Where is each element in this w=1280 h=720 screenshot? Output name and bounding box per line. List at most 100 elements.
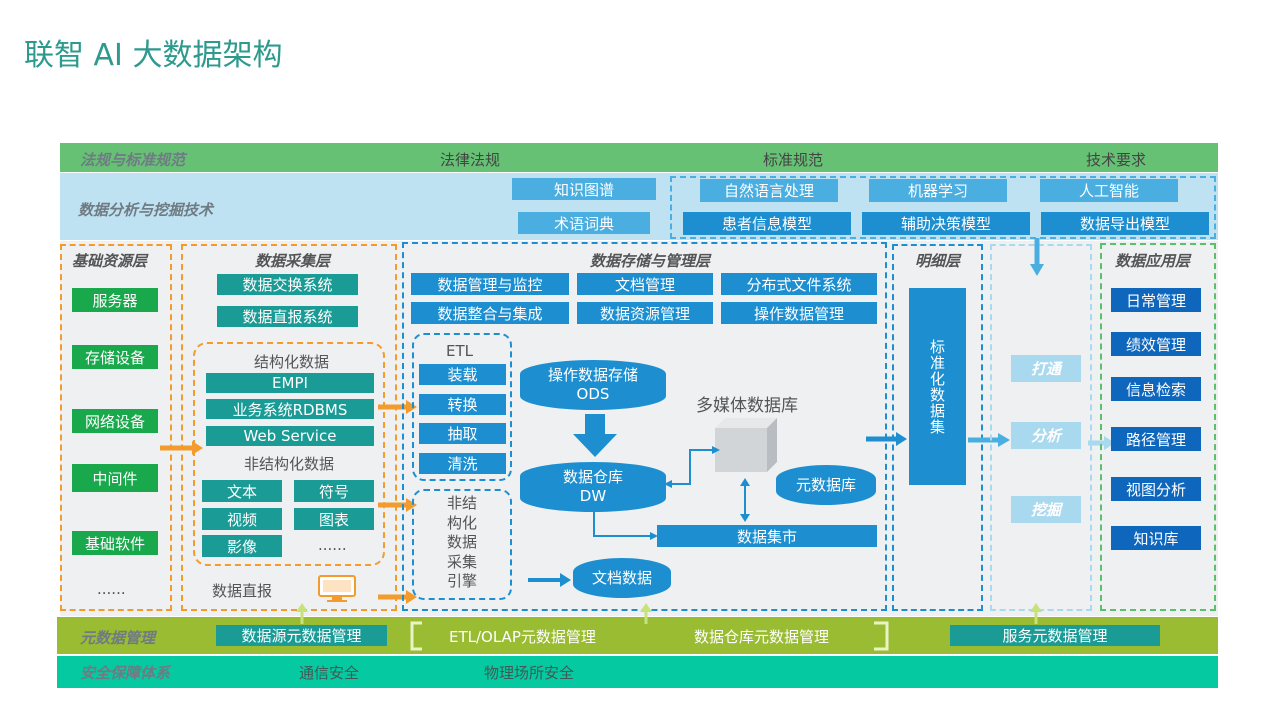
- knowledge-graph-box: 知识图谱: [512, 178, 656, 200]
- chart-box: 图表: [294, 508, 374, 530]
- security-band: [57, 656, 1218, 688]
- meta-etl-olap: ETL/OLAP元数据管理: [449, 628, 596, 646]
- detail-layer-frame: [892, 244, 983, 611]
- metadata-label: 元数据管理: [80, 629, 156, 647]
- storage-layer-title: 数据存储与管理层: [590, 252, 711, 270]
- ods-label-2: ODS: [576, 385, 610, 403]
- collect-layer-frame: [181, 244, 397, 611]
- meta-datasource: 数据源元数据管理: [216, 625, 387, 646]
- ods-cylinder: 操作数据存储 ODS: [520, 360, 666, 410]
- meta-dw: 数据仓库元数据管理: [694, 628, 830, 646]
- bracket-right: [874, 621, 889, 651]
- standardized-dataset-label: 标准化数据集: [928, 338, 946, 435]
- ods-label-1: 操作数据存储: [547, 366, 638, 384]
- unstructured-engine-label: 非结 构化 数据 采集 引擎: [446, 494, 477, 590]
- security-label: 安全保障体系: [80, 664, 171, 682]
- app-info-search: 信息检索: [1111, 377, 1201, 401]
- etl-transform: 转换: [419, 394, 506, 415]
- term-dictionary-box: 术语词典: [518, 212, 650, 234]
- app-performance: 绩效管理: [1111, 332, 1201, 356]
- doc-data-cylinder: 文档数据: [573, 558, 671, 598]
- symbol-box: 符号: [294, 480, 374, 502]
- export-model-box: 数据导出模型: [1041, 212, 1209, 235]
- doc-data-label: 文档数据: [591, 568, 652, 587]
- computer-icon: [318, 575, 356, 602]
- security-physical: 物理场所安全: [484, 664, 575, 682]
- meta-arrow-storage: [640, 603, 652, 624]
- ml-box: 机器学习: [869, 179, 1007, 202]
- multimedia-db-label: 多媒体数据库: [696, 396, 798, 416]
- base-network: 网络设备: [72, 409, 158, 433]
- arrow-analysis-down: [1030, 238, 1044, 276]
- standards-item-law: 法律法规: [440, 151, 501, 169]
- arrow-detail-to-process: [968, 433, 1010, 447]
- etl-load: 装载: [419, 364, 506, 385]
- process-analyze: 分析: [1011, 422, 1081, 449]
- dw-label-2: DW: [579, 487, 607, 505]
- dfs-box: 分布式文件系统: [721, 273, 877, 295]
- arrow-process-to-app: [1088, 436, 1115, 450]
- app-layer-title: 数据应用层: [1115, 252, 1191, 270]
- app-layer-frame: [1100, 243, 1216, 611]
- video-box: 视频: [202, 508, 282, 530]
- structured-data-label: 结构化数据: [254, 353, 330, 371]
- bracket-left: [410, 621, 422, 651]
- direct-report-label: 数据直报: [212, 582, 273, 600]
- arrow-engine-to-doc: [528, 573, 571, 587]
- process-connect: 打通: [1011, 355, 1081, 382]
- standards-band: [60, 143, 1218, 172]
- dw-label-1: 数据仓库: [562, 468, 623, 486]
- collect-layer-title: 数据采集层: [255, 252, 331, 270]
- data-mart-box: 数据集市: [657, 525, 877, 547]
- page-title: 联智 AI 大数据架构: [24, 38, 283, 73]
- app-path-manage: 路径管理: [1111, 427, 1201, 451]
- patient-model-box: 患者信息模型: [683, 212, 851, 235]
- security-comm: 通信安全: [299, 664, 360, 682]
- arrow-ods-to-dw: [573, 414, 617, 457]
- op-data-manage-box: 操作数据管理: [721, 302, 877, 324]
- link-dw-multimedia: [664, 446, 720, 488]
- link-dw-mart: [593, 510, 658, 540]
- meta-arrow-collect: [296, 603, 308, 624]
- etl-clean: 清洗: [419, 453, 506, 474]
- base-software: 基础软件: [72, 531, 158, 555]
- rdbms-box: 业务系统RDBMS: [206, 399, 374, 419]
- standards-item-spec: 标准规范: [763, 151, 824, 169]
- text-box: 文本: [202, 480, 282, 502]
- ai-box: 人工智能: [1040, 179, 1178, 202]
- app-daily-manage: 日常管理: [1111, 288, 1201, 312]
- decision-model-box: 辅助决策模型: [862, 212, 1030, 235]
- collect-more: ......: [318, 536, 347, 554]
- base-more: ......: [97, 580, 126, 598]
- meta-arrow-process: [1030, 603, 1042, 624]
- base-middleware: 中间件: [72, 464, 158, 492]
- etl-group: [412, 333, 512, 481]
- multimedia-cube-icon: [715, 418, 777, 472]
- analysis-label: 数据分析与挖掘技术: [78, 201, 214, 219]
- unstructured-data-label: 非结构化数据: [244, 455, 335, 473]
- resource-manage-box: 数据资源管理: [577, 302, 713, 324]
- base-storage: 存储设备: [72, 345, 158, 369]
- standardized-dataset-box: 标准化数据集: [909, 288, 966, 485]
- etl-extract: 抽取: [419, 423, 506, 444]
- doc-manage-box: 文档管理: [577, 273, 713, 295]
- collect-data-group: [193, 342, 385, 566]
- analysis-right-group: [670, 176, 1216, 239]
- standards-label: 法规与标准规范: [80, 151, 186, 169]
- meta-db-label: 元数据库: [795, 475, 856, 494]
- data-monitor-box: 数据管理与监控: [411, 273, 569, 295]
- app-view-analysis: 视图分析: [1111, 477, 1201, 501]
- data-exchange-system: 数据交换系统: [217, 274, 358, 295]
- nlp-box: 自然语言处理: [700, 179, 838, 202]
- base-layer-frame: [60, 244, 172, 611]
- data-report-system: 数据直报系统: [217, 306, 358, 327]
- unstructured-engine-group: [412, 489, 512, 600]
- web-service-box: Web Service: [206, 426, 374, 446]
- meta-service: 服务元数据管理: [950, 625, 1160, 646]
- data-integration-box: 数据整合与集成: [411, 302, 569, 324]
- process-frame: [990, 244, 1092, 611]
- app-knowledge-base: 知识库: [1111, 526, 1201, 550]
- process-mine: 挖掘: [1011, 496, 1081, 523]
- base-server: 服务器: [72, 288, 158, 312]
- image-box: 影像: [202, 535, 282, 557]
